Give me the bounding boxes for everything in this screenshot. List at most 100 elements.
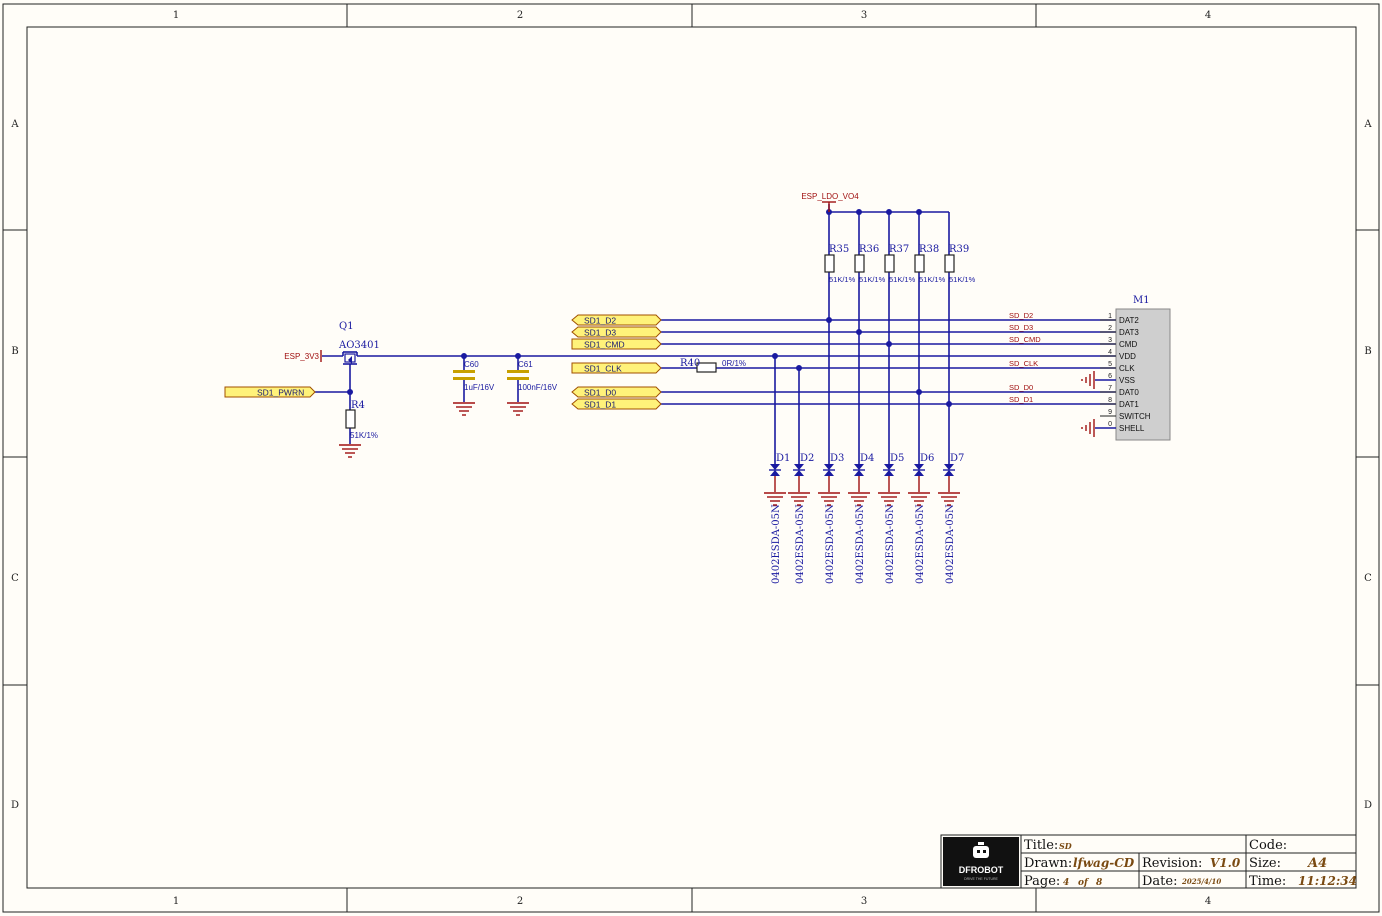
esd-diode-symbol — [793, 464, 805, 492]
ref-c60: C60 — [464, 360, 479, 369]
robot-icon — [973, 842, 989, 858]
pullup-resistors: R35 R36 R37 R38 R39 51K/1% 51K/1% 51K/1%… — [824, 244, 976, 284]
ref-d2: D2 — [800, 453, 814, 464]
logo-tagline: DRIVE THE FUTURE — [964, 877, 998, 881]
connector-pin: 7 DAT0 — [1100, 385, 1139, 397]
resistor-r4: R4 51K/1% — [345, 400, 378, 440]
esd-diode-symbol — [913, 464, 925, 492]
page-of: of — [1078, 878, 1090, 888]
esd-diode-symbol — [823, 464, 835, 492]
pin-number: 7 — [1108, 385, 1112, 392]
row-label-right: C — [1364, 573, 1372, 584]
value-d5: 0402ESDA-05N — [885, 504, 896, 584]
ref-m1: M1 — [1133, 295, 1150, 306]
col-label-bottom: 1 — [173, 896, 179, 907]
pin-name: DAT2 — [1119, 316, 1139, 325]
row-label-right: B — [1364, 346, 1371, 357]
ground-icon — [507, 402, 529, 416]
wire-label: SD_CLK — [1009, 359, 1038, 368]
pin-number: 3 — [1108, 337, 1112, 344]
col-label-bottom: 2 — [517, 896, 523, 907]
net-label-esp-3v3: ESP_3V3 — [284, 352, 319, 361]
value-d2: 0402ESDA-05N — [795, 504, 806, 584]
value-q1: AO3401 — [338, 340, 380, 351]
col-label-top: 2 — [517, 10, 523, 21]
value-r36: 51K/1% — [859, 275, 886, 284]
size-value: A4 — [1306, 856, 1327, 871]
col-label-top: 4 — [1205, 10, 1211, 21]
wires — [315, 204, 1116, 464]
ground-icon — [764, 492, 786, 506]
value-d3: 0402ESDA-05N — [825, 504, 836, 584]
port-label: SD1_PWRN — [257, 388, 304, 398]
date-label: Date: — [1142, 874, 1177, 889]
ground-icon — [339, 444, 361, 458]
drawn-label: Drawn: — [1024, 856, 1072, 871]
ref-r36: R36 — [859, 244, 879, 255]
net-label-esp-ldo: ESP_LDO_VO4 — [801, 192, 859, 201]
zone-dividers — [3, 4, 1379, 912]
port-sd1-d0 — [571, 386, 662, 398]
capacitor-c60: C60 1uF/16V — [453, 360, 495, 392]
esd-diode-symbol — [769, 464, 781, 492]
value-r4: 51K/1% — [350, 431, 378, 440]
pin-name: VDD — [1119, 352, 1136, 361]
value-c61: 100nF/16V — [518, 383, 558, 392]
port-label: SD1_D2 — [584, 316, 616, 326]
junctions — [347, 209, 952, 407]
esd-diode-symbol — [883, 464, 895, 492]
col-label-top: 3 — [861, 10, 867, 21]
ref-q1: Q1 — [339, 321, 354, 332]
ref-r35: R35 — [829, 244, 849, 255]
dfrobot-logo — [943, 837, 1019, 886]
title-block: DFROBOT DRIVE THE FUTURE Title: Drawn: P… — [940, 834, 1357, 889]
inner-border — [26, 26, 1357, 889]
pin-number: 5 — [1108, 361, 1112, 368]
title-label: Title: — [1024, 838, 1058, 853]
pin-name: VSS — [1119, 376, 1135, 385]
pin-number: 0 — [1108, 421, 1112, 428]
ground-icon — [848, 492, 870, 506]
power-net-esp-ldo: ESP_LDO_VO4 — [801, 192, 859, 212]
port-label: SD1_CLK — [584, 364, 622, 374]
capacitor-c61: C61 100nF/16V — [507, 360, 558, 392]
pin-name: CLK — [1119, 364, 1135, 373]
ref-d7: D7 — [950, 453, 964, 464]
wire-label: SD_D3 — [1009, 323, 1033, 332]
port-label: SD1_CMD — [584, 340, 625, 350]
ref-d5: D5 — [890, 453, 904, 464]
col-label-top: 1 — [173, 10, 179, 21]
port-sd1-d3 — [571, 326, 662, 338]
wire-label: SD_D2 — [1009, 311, 1033, 320]
title-value: SD — [1059, 841, 1072, 851]
port-sd1-d1 — [571, 398, 662, 410]
pin-name: DAT0 — [1119, 388, 1139, 397]
ref-r38: R38 — [919, 244, 939, 255]
pin-number: 2 — [1108, 325, 1112, 332]
ref-d1: D1 — [776, 453, 790, 464]
row-label-right: A — [1363, 119, 1372, 130]
pin-name: CMD — [1119, 340, 1137, 349]
connector-pin: 3 CMD — [1100, 337, 1137, 349]
value-d4: 0402ESDA-05N — [855, 504, 866, 584]
value-d6: 0402ESDA-05N — [915, 504, 926, 584]
value-c60: 1uF/16V — [464, 383, 495, 392]
col-label-bottom: 3 — [861, 896, 867, 907]
outer-border — [2, 3, 1380, 913]
row-label-right: D — [1364, 800, 1372, 811]
connector-pin: 4 VDD — [1100, 349, 1136, 361]
ground-icon — [818, 492, 840, 506]
port-sd1-d2 — [571, 314, 662, 326]
col-label-bottom: 4 — [1205, 896, 1211, 907]
pin-number: 4 — [1108, 349, 1112, 356]
row-label-left: B — [11, 346, 18, 357]
size-label: Size: — [1249, 856, 1281, 871]
zone-labels: 1 2 3 4 1 2 3 4 A B C D A B C D — [10, 10, 1372, 907]
pin-name: DAT1 — [1119, 400, 1139, 409]
value-r35: 51K/1% — [829, 275, 856, 284]
ref-r40: R40 — [680, 358, 700, 369]
resistor-r40: R40 0R/1% — [680, 358, 746, 373]
